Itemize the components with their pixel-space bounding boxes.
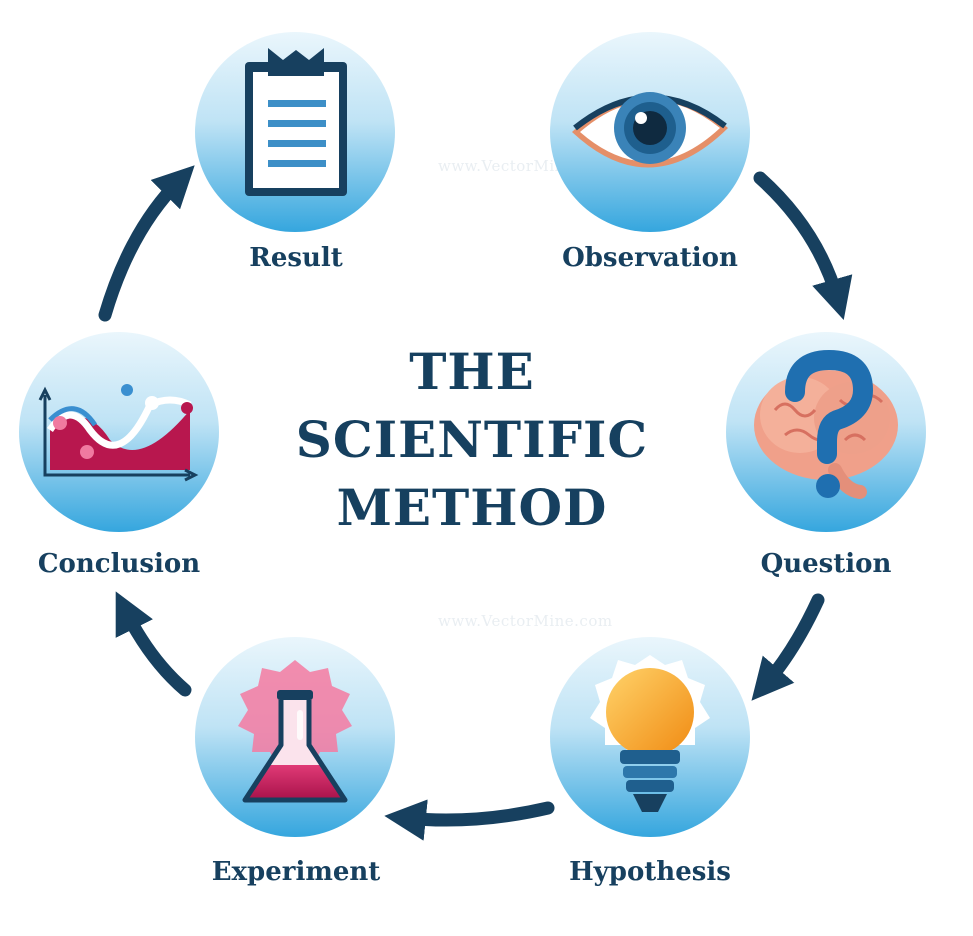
conclusion-circle bbox=[19, 332, 219, 532]
title-line-3: METHOD bbox=[336, 478, 608, 537]
arrow-observation-to-question bbox=[753, 171, 853, 320]
step-label-result: Result bbox=[249, 243, 343, 273]
chart-icon bbox=[38, 384, 199, 482]
title-line-2: SCIENTIFIC bbox=[295, 410, 649, 469]
step-label-experiment: Experiment bbox=[211, 857, 381, 887]
watermark: www.VectorMine.com bbox=[438, 612, 613, 630]
clipboard-icon bbox=[245, 48, 347, 196]
step-label-conclusion: Conclusion bbox=[37, 549, 201, 579]
step-label-question: Question bbox=[760, 549, 892, 579]
lightbulb-icon bbox=[590, 655, 710, 812]
eye-icon bbox=[572, 92, 728, 168]
step-label-observation: Observation bbox=[562, 243, 738, 273]
arrow-hypothesis-to-experiment bbox=[384, 799, 555, 841]
brain-question-icon bbox=[754, 349, 898, 499]
flask-icon bbox=[238, 660, 352, 803]
arrow-question-to-hypothesis bbox=[751, 593, 825, 701]
title-line-1: THE bbox=[409, 342, 535, 401]
arrow-experiment-to-conclusion bbox=[115, 591, 192, 697]
step-label-hypothesis: Hypothesis bbox=[569, 857, 731, 887]
diagram-title: THE SCIENTIFIC METHOD bbox=[272, 338, 672, 542]
arrow-conclusion-to-result bbox=[98, 165, 195, 322]
